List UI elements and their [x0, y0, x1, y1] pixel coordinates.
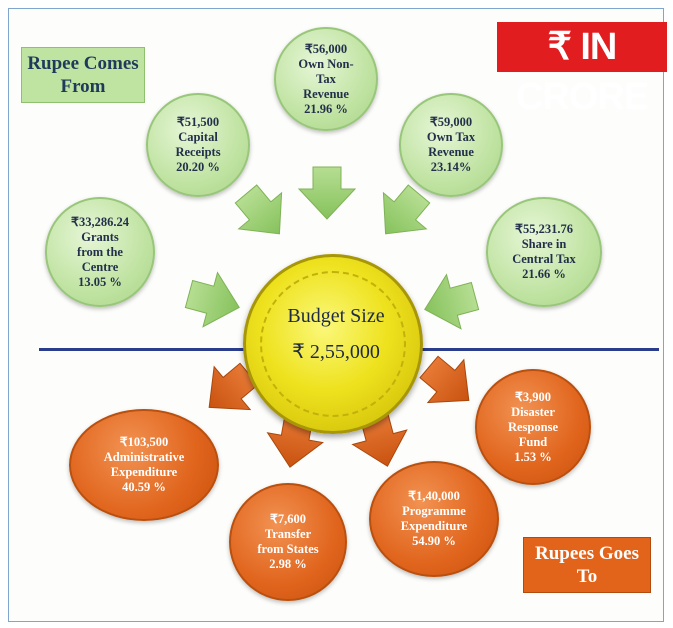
- name-line: Tax: [316, 71, 336, 86]
- use-bubble-programme-expenditure: ₹1,40,000 Programme Expenditure 54.90 %: [369, 461, 499, 577]
- name-line: Share in: [521, 237, 567, 251]
- budget-size-value: ₹ 2,55,000: [292, 341, 380, 363]
- name-line: Own Non-: [298, 56, 354, 71]
- percent: 21.66 %: [522, 267, 566, 281]
- name-line: Response: [507, 419, 558, 434]
- use-bubble-administrative-expenditure: ₹103,500 Administrative Expenditure 40.5…: [69, 409, 219, 521]
- rupees-goes-to-label: Rupees Goes To: [523, 537, 651, 593]
- name-line: Revenue: [303, 86, 349, 101]
- amount: ₹59,000: [429, 115, 473, 129]
- amount: ₹1,40,000: [408, 489, 460, 503]
- name-line: Centre: [81, 259, 119, 274]
- inflow-arrow-central-tax: [424, 273, 480, 330]
- amount: ₹51,500: [176, 115, 220, 129]
- name-line: Administrative: [103, 450, 185, 464]
- amount: ₹103,500: [119, 435, 169, 449]
- inflow-arrow-grants: [184, 271, 240, 328]
- name-line: Disaster: [511, 404, 555, 419]
- inflow-arrow-own-tax: [382, 184, 431, 235]
- percent: 54.90 %: [412, 534, 456, 548]
- name-line: Programme: [402, 504, 466, 518]
- amount: ₹3,900: [514, 389, 552, 404]
- name-line: Central Tax: [512, 252, 576, 266]
- budget-infographic: Rupee Comes From Rupees Goes To ₹56,000 …: [8, 8, 664, 622]
- outflow-arrow-disaster: [419, 355, 470, 404]
- source-bubble-own-tax-revenue: ₹59,000 Own Tax Revenue 23.14%: [399, 93, 503, 197]
- label-line: To: [576, 566, 598, 587]
- rupee-comes-from-label: Rupee Comes From: [21, 47, 145, 103]
- percent: 23.14%: [430, 160, 472, 174]
- source-bubble-grants-from-centre: ₹33,286.24 Grants from the Centre 13.05 …: [45, 197, 155, 307]
- name-line: Expenditure: [400, 519, 468, 533]
- percent: 21.96 %: [304, 101, 348, 116]
- name-line: from States: [257, 542, 319, 556]
- budget-size-title: Budget Size: [287, 305, 385, 327]
- amount: ₹56,000: [304, 41, 348, 56]
- label-line: Rupees Goes: [535, 543, 639, 564]
- percent: 2.98 %: [269, 557, 307, 571]
- percent: 13.05 %: [78, 274, 122, 289]
- inflow-arrow-capital-receipts: [234, 184, 283, 235]
- amount: ₹7,600: [269, 512, 307, 526]
- name-line: Transfer: [264, 527, 312, 541]
- coin-rim: [260, 271, 406, 417]
- name-line: Grants: [81, 229, 119, 244]
- amount: ₹33,286.24: [71, 214, 129, 229]
- budget-size-coin: Budget Size ₹ 2,55,000: [243, 254, 423, 434]
- amount: ₹55,231.76: [515, 222, 573, 236]
- name-line: Expenditure: [110, 465, 178, 479]
- use-bubble-disaster-response-fund: ₹3,900 Disaster Response Fund 1.53 %: [475, 369, 591, 485]
- name-line: Receipts: [175, 145, 221, 159]
- source-bubble-own-non-tax-revenue: ₹56,000 Own Non- Tax Revenue 21.96 %: [274, 27, 378, 131]
- source-bubble-capital-receipts: ₹51,500 Capital Receipts 20.20 %: [146, 93, 250, 197]
- name-line: Capital: [178, 130, 218, 144]
- percent: 20.20 %: [176, 160, 220, 174]
- percent: 40.59 %: [122, 480, 166, 494]
- name-line: Revenue: [428, 145, 474, 159]
- name-line: Fund: [518, 434, 548, 449]
- source-bubble-share-in-central-tax: ₹55,231.76 Share in Central Tax 21.66 %: [486, 197, 602, 307]
- inflow-arrow-own-non-tax: [297, 166, 357, 220]
- label-line: Rupee Comes: [27, 53, 139, 74]
- use-bubble-transfer-from-states: ₹7,600 Transfer from States 2.98 %: [229, 483, 347, 601]
- name-line: from the: [77, 244, 123, 259]
- name-line: Own Tax: [426, 130, 476, 144]
- in-crore-badge: ₹ IN CRORE: [497, 22, 667, 118]
- label-line: From: [60, 76, 106, 97]
- percent: 1.53 %: [514, 449, 552, 464]
